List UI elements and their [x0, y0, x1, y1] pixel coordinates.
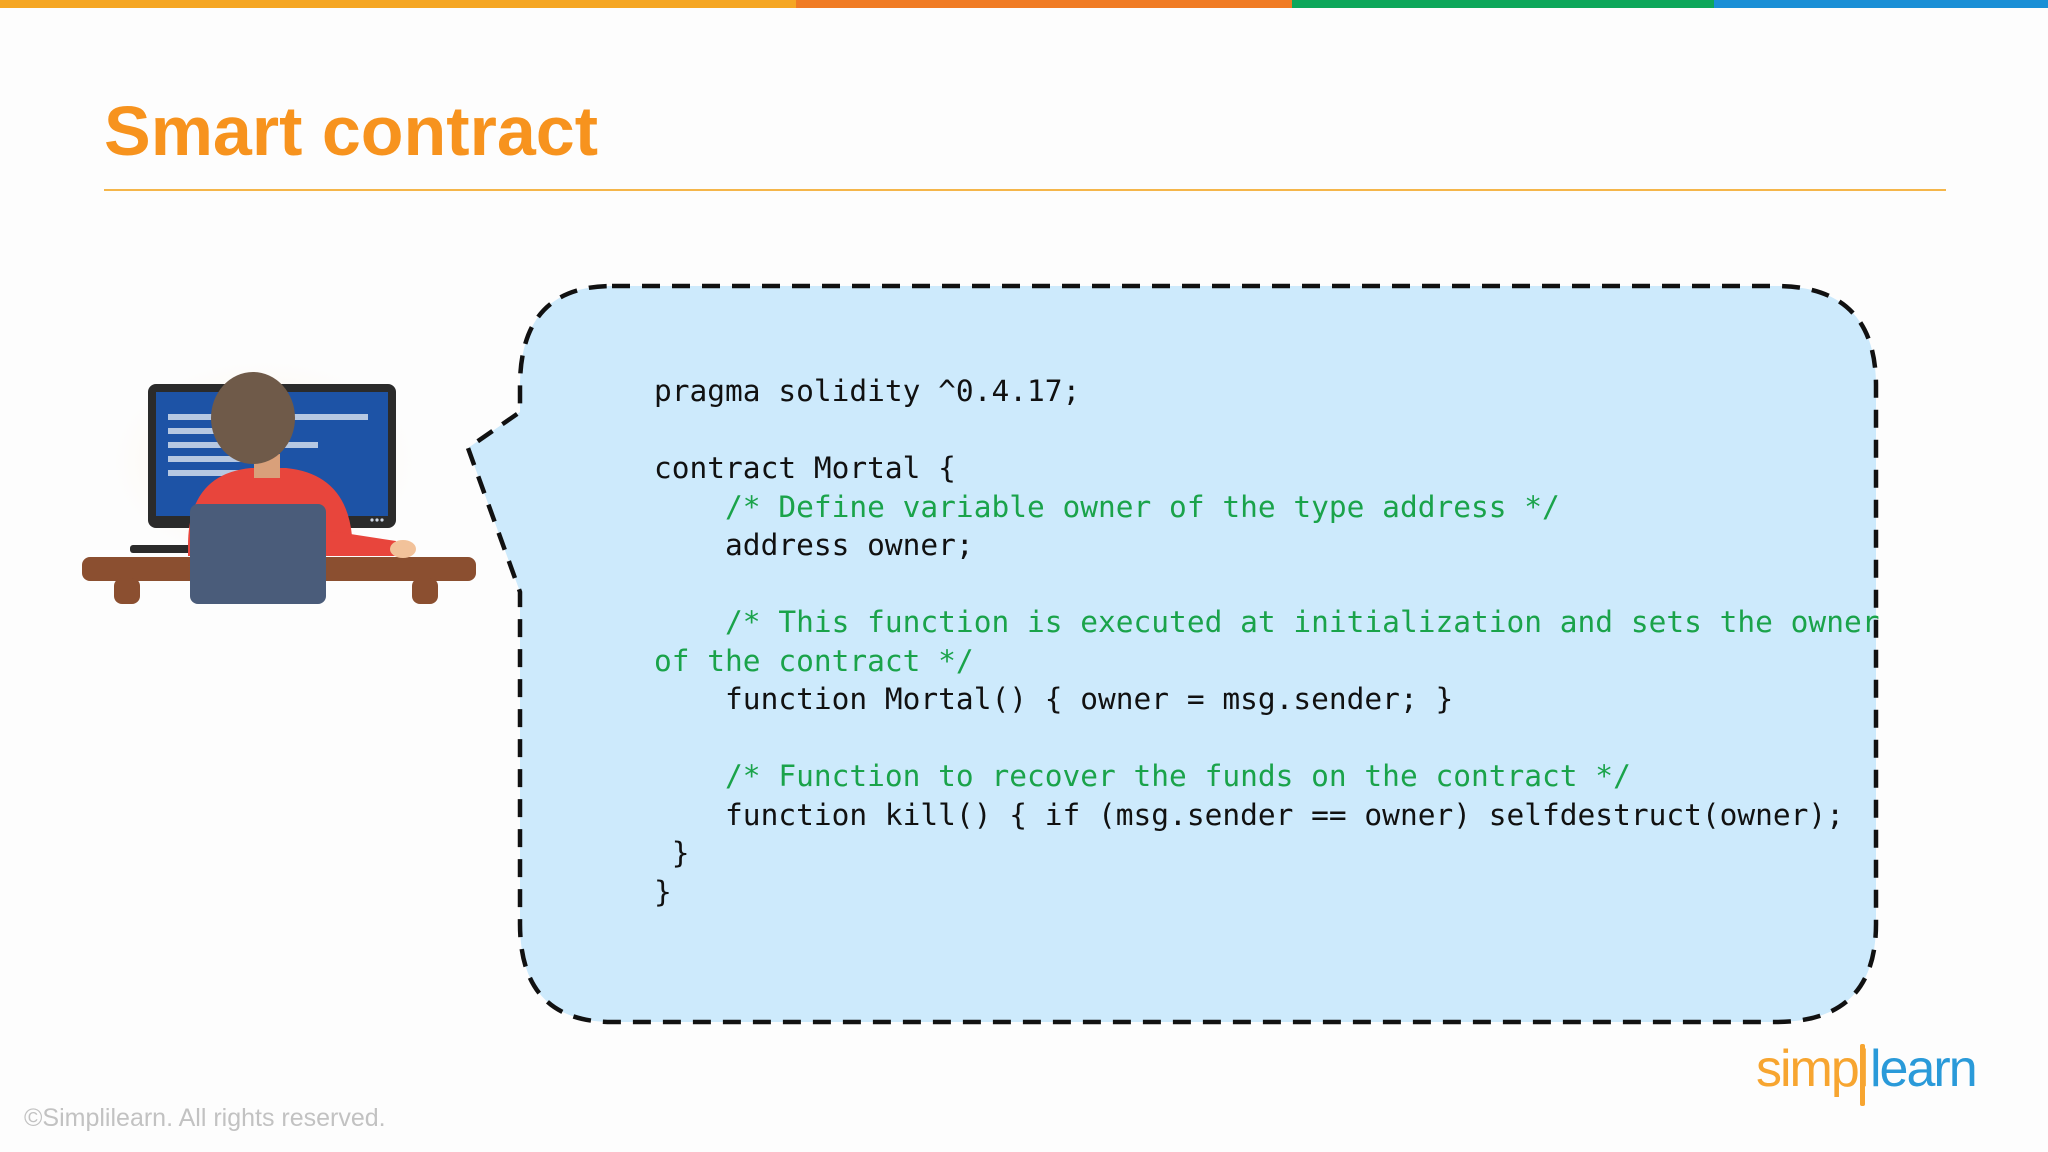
logo-text-learn: learn — [1870, 1040, 1976, 1098]
desk-leg-left — [114, 578, 140, 604]
speech-bubble-outline — [465, 283, 1879, 1025]
code-line: function kill() { if (msg.sender == owne… — [654, 797, 1844, 832]
code-line — [654, 565, 1879, 604]
code-comment-line: /* Function to recover the funds on the … — [654, 759, 1631, 793]
person-hand — [390, 540, 416, 558]
code-line — [654, 411, 1879, 450]
code-line: } — [654, 836, 690, 870]
developer-at-computer-icon — [82, 362, 476, 604]
code-line: } — [654, 874, 672, 909]
chair-back — [190, 504, 326, 604]
top-color-bar — [0, 0, 2048, 8]
top-bar-segment-orange — [0, 0, 796, 8]
desk-leg-right — [412, 578, 438, 604]
code-line — [654, 719, 1879, 758]
logo-divider-bar — [1860, 1044, 1865, 1106]
code-line: contract Mortal { — [654, 451, 956, 485]
top-bar-segment-green — [1292, 0, 1714, 8]
code-comment-line: /* Define variable owner of the type add… — [654, 489, 1560, 524]
code-line: function Mortal() { owner = msg.sender; … — [654, 682, 1454, 716]
top-bar-segment-blue — [1714, 0, 2048, 8]
copyright-notice: ©Simplilearn. All rights reserved. — [24, 1104, 386, 1132]
code-line: address owner; — [654, 528, 974, 562]
person-head — [211, 372, 295, 464]
logo-text-simpl: simpl — [1756, 1040, 1867, 1098]
person-arm — [331, 531, 396, 556]
code-comment-line: /* This function is executed at initiali… — [654, 605, 1880, 639]
top-bar-segment-dark-orange — [796, 0, 1292, 8]
code-line: pragma solidity ^0.4.17; — [654, 374, 1081, 408]
slide-title: Smart contract — [104, 92, 599, 170]
title-divider — [104, 189, 1946, 191]
simplilearn-logo: simpl learn — [1756, 1040, 1978, 1106]
code-block: pragma solidity ^0.4.17; contract Mortal … — [654, 372, 1879, 911]
monitor-buttons — [370, 518, 384, 522]
code-comment-line: of the contract */ — [654, 643, 974, 678]
